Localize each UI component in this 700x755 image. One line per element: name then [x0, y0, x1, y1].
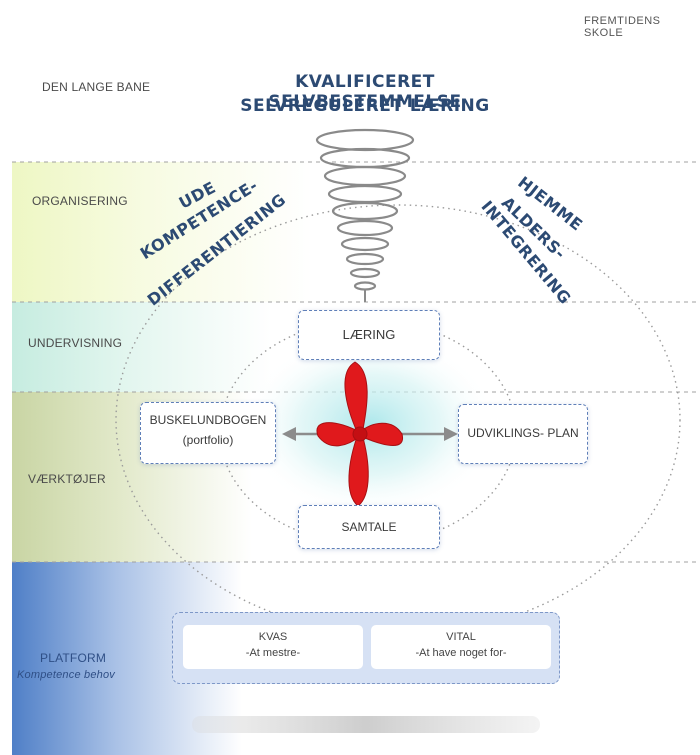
platform-card-kvas: KVAS -At mestre- — [183, 625, 363, 669]
row-label-undervisning: UNDERVISNING — [28, 336, 123, 350]
box-udviklingsplan-label: UDVIKLINGS- PLAN — [467, 426, 579, 440]
box-buskelundbogen-sub: (portfolio) — [182, 433, 234, 447]
row-label-den-lange-bane: DEN LANGE BANE — [42, 80, 151, 94]
school-label: FREMTIDENS SKOLE — [584, 15, 661, 39]
box-udviklingsplan: UDVIKLINGS- PLAN — [458, 404, 588, 464]
row-label-vaerktojer: VÆRKTØJER — [28, 472, 106, 486]
spiral-icon — [315, 128, 415, 302]
row-label-platform-sub: Kompetence behov — [17, 669, 115, 681]
platform-container: KVAS -At mestre- VITAL -At have noget fo… — [172, 612, 560, 684]
platform-card-vital: VITAL -At have noget for- — [371, 625, 551, 669]
box-laering: LÆRING — [298, 310, 440, 360]
organisation-left-arc: UDE KOMPETENCE- DIFFERENTIERING — [137, 176, 290, 310]
organisation-right-arc: HJEMME ALDERS- INTEGRERING — [477, 173, 586, 308]
kvas-subtitle: -At mestre- — [245, 647, 301, 659]
row-label-organisering: ORGANISERING — [32, 194, 128, 208]
central-glow — [242, 333, 498, 517]
band-undervisning — [12, 302, 272, 392]
vital-subtitle: -At have noget for- — [415, 647, 507, 659]
box-samtale-label: SAMTALE — [341, 520, 397, 534]
vital-title: VITAL — [446, 631, 476, 643]
box-buskelundbogen-label: BUSKELUNDBOGEN — [149, 413, 267, 427]
kvas-title: KVAS — [258, 631, 288, 643]
ribbon-cross-icon — [316, 361, 404, 507]
box-samtale: SAMTALE — [298, 505, 440, 549]
goal-line1: KVALIFICERET SELVBESTEMMELSE — [268, 72, 462, 112]
box-laering-label: LÆRING — [342, 327, 396, 342]
box-buskelundbogen: BUSKELUNDBOGEN (portfolio) — [140, 402, 276, 464]
goal-line2: SELVREGULERET LÆRING — [240, 96, 490, 116]
band-organisering — [12, 162, 312, 302]
ground-shadow — [192, 716, 540, 733]
row-label-platform: PLATFORM — [40, 651, 107, 665]
